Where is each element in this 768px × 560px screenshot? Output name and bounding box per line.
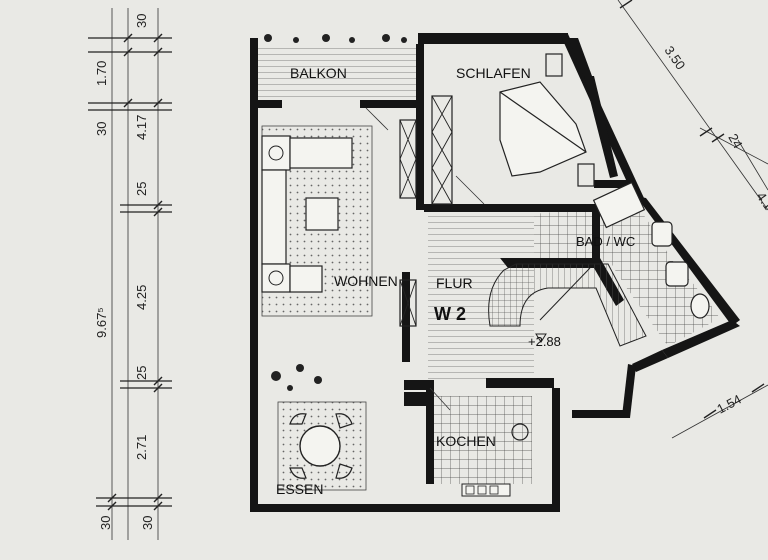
staircase bbox=[488, 263, 647, 347]
dim-left-total: 9.67⁵ bbox=[94, 307, 109, 338]
label-bath: BAD / WC bbox=[576, 234, 635, 249]
label-dining: ESSEN bbox=[276, 481, 323, 497]
label-balcony: BALKON bbox=[290, 65, 347, 81]
door-swings bbox=[365, 107, 485, 411]
dim-left-25-a: 25 bbox=[134, 182, 149, 196]
bed bbox=[499, 53, 595, 187]
dining-table bbox=[277, 401, 367, 491]
dim-left-top-a: 30 bbox=[134, 14, 149, 28]
bathroom-fixtures bbox=[592, 181, 710, 319]
label-hall: FLUR bbox=[436, 275, 473, 291]
dim-left-mid-b: 4.17 bbox=[134, 115, 149, 140]
level-marker: +2.88 bbox=[528, 334, 561, 349]
dim-left-25-b: 25 bbox=[134, 366, 149, 380]
kitchen-fixtures bbox=[461, 423, 529, 497]
dim-right-350: 3.50 bbox=[662, 43, 689, 72]
dim-left-mid-a: 30 bbox=[94, 122, 109, 136]
balcony-floor bbox=[258, 45, 418, 101]
dim-left-425: 4.25 bbox=[134, 285, 149, 310]
plants bbox=[264, 34, 407, 391]
kitchen-floor bbox=[432, 396, 532, 484]
bath-floor bbox=[534, 196, 720, 346]
left-dimension-chain: 30 1.70 30 4.17 25 9.67⁵ 4.25 25 2.71 30… bbox=[88, 8, 172, 540]
wardrobe bbox=[399, 95, 453, 327]
dim-left-bot-b: 30 bbox=[140, 516, 155, 530]
dim-left-271: 2.71 bbox=[134, 435, 149, 460]
dim-left-bot-a: 30 bbox=[98, 516, 113, 530]
dim-right-24: 24 bbox=[725, 131, 745, 151]
dim-right-154: 1.54 bbox=[714, 392, 743, 417]
label-unit: W 2 bbox=[434, 304, 466, 324]
dim-left-top-b: 1.70 bbox=[94, 61, 109, 86]
label-bedroom: SCHLAFEN bbox=[456, 65, 531, 81]
sofa-set bbox=[261, 125, 373, 317]
label-living: WOHNEN bbox=[334, 273, 398, 289]
label-kitchen: KOCHEN bbox=[436, 433, 496, 449]
